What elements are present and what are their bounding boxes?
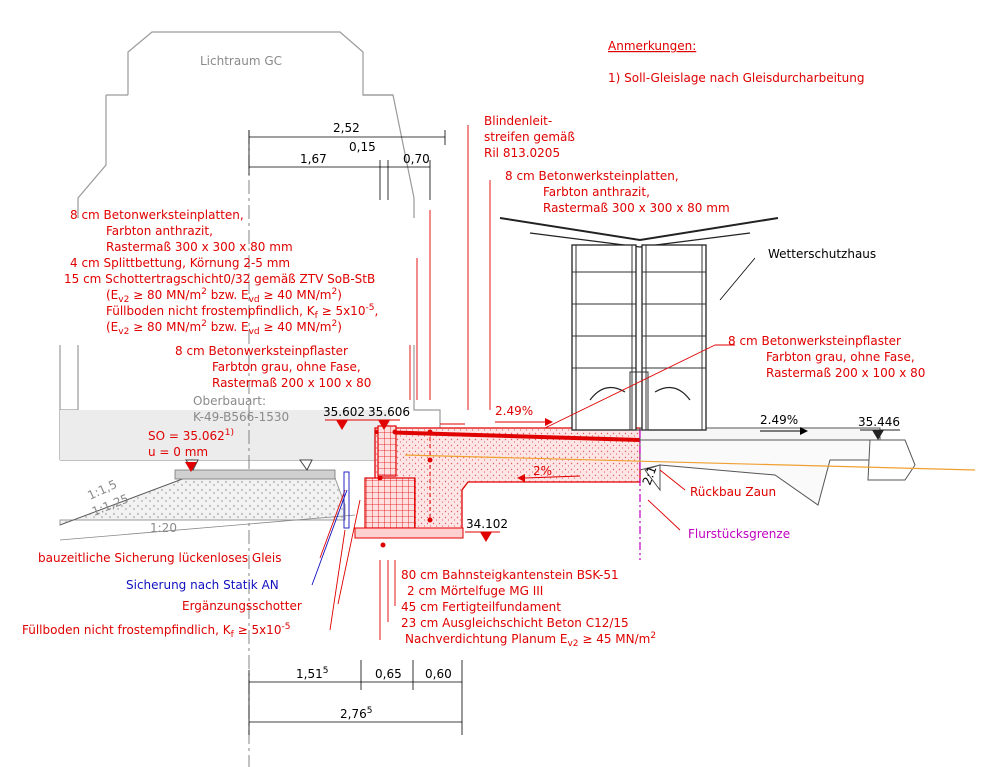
levelling-layer — [354, 527, 464, 539]
leader-lines-right — [379, 125, 735, 640]
dim-bottom-middle: 0,65 — [375, 667, 402, 681]
clearance-fill — [60, 410, 390, 460]
pflaster-right-line3: Rastermaß 200 x 100 x 80 — [766, 366, 925, 380]
slope-arrows — [440, 418, 808, 482]
blindenleit-line1: Blindenleit- — [484, 114, 552, 128]
pflaster-right-line2: Farbton grau, ohne Fase, — [766, 350, 915, 364]
track-marker — [185, 462, 197, 472]
slope-g3: 1:20 — [150, 521, 177, 535]
label-fuellboden: Füllboden nicht frostempfindlich, Kf ≥ 5… — [22, 622, 290, 640]
elevation-1: 35.602 — [323, 405, 365, 419]
dim-bottom-left: 1,515 — [296, 666, 328, 681]
weather-shelter — [499, 217, 779, 431]
layer-l3: Rastermaß 300 x 300 x 80 mm — [106, 240, 293, 254]
leader-lines-left — [409, 210, 431, 400]
right-pavement — [404, 427, 976, 506]
precast-foundation — [364, 477, 416, 529]
rail-right — [299, 459, 313, 471]
plates-right-line3: Rastermaß 300 x 300 x 80 mm — [543, 201, 730, 215]
sleeper — [174, 469, 336, 480]
dim-top-total: 2,52 — [333, 121, 360, 135]
track-bed — [59, 459, 356, 541]
slope-2-1: 2:1 — [640, 464, 660, 487]
slope-road: 2.49% — [760, 413, 798, 427]
dimension-lines-top — [248, 130, 446, 200]
layer-l7: Füllboden nicht frostempfindlich, Kf ≥ 5… — [106, 303, 378, 321]
layer-l4: 4 cm Splittbettung, Körnung 2-5 mm — [70, 256, 290, 270]
elevation-4: 34.102 — [466, 517, 508, 531]
label-flurstucksgrenze: Flurstücksgrenze — [688, 527, 790, 541]
layer-l2: Farbton anthrazit, — [106, 224, 213, 238]
leader-lines-lower-left — [311, 471, 361, 631]
layer-l6: (Ev2 ≥ 80 MN/m2 bzw. Evd ≥ 40 MN/m2) — [106, 287, 342, 305]
label-ruckbau-zaun: Rückbau Zaun — [690, 485, 776, 499]
base-layer-1: 80 cm Bahnsteigkantenstein BSK-51 — [401, 568, 619, 582]
track-so: SO = 35.0621) — [148, 428, 234, 443]
label-schotter: Ergänzungsschotter — [182, 599, 302, 613]
base-layer-5: Nachverdichtung Planum Ev2 ≥ 45 MN/m2 — [405, 631, 656, 649]
dim-top-left: 1,67 — [300, 152, 327, 166]
track-u: u = 0 mm — [148, 445, 208, 459]
label-gleis-sicherung: bauzeitliche Sicherung lückenloses Gleis — [38, 551, 282, 565]
orange-line — [404, 454, 976, 471]
elevation-markers — [325, 419, 900, 542]
plates-right-line1: 8 cm Betonwerksteinplatten, — [505, 169, 679, 183]
dim-bottom-total: 2,765 — [340, 706, 372, 721]
plates-right-line2: Farbton anthrazit, — [543, 185, 650, 199]
layer-l1: 8 cm Betonwerksteinplatten, — [70, 208, 244, 222]
base-layer-3: 45 cm Fertigteilfundament — [401, 600, 561, 614]
elevation-2: 35.606 — [368, 405, 410, 419]
platform-structure — [354, 425, 641, 548]
oberbau-line2: K-49-B566-1530 — [193, 410, 289, 424]
label-statik: Sicherung nach Statik AN — [126, 578, 279, 592]
dim-top-middle: 0,15 — [349, 140, 376, 154]
oberbau-line1: Oberbauart: — [193, 394, 266, 408]
base-layer-4: 23 cm Ausgleichschicht Beton C12/15 — [401, 616, 629, 630]
dimension-lines-bottom — [248, 660, 463, 735]
elevation-3: 35.446 — [858, 415, 900, 429]
layer-l5: 15 cm Schottertragschicht0/32 gemäß ZTV … — [64, 272, 375, 286]
dim-bottom-right: 0,60 — [425, 667, 452, 681]
clearance-label: Lichtraum GC — [200, 54, 282, 68]
layer-l8: (Ev2 ≥ 80 MN/m2 bzw. Evd ≥ 40 MN/m2) — [106, 319, 342, 337]
blindenleit-line3: Ril 813.0205 — [484, 146, 560, 160]
notes-item-1: 1) Soll-Gleislage nach Gleisdurcharbeitu… — [608, 71, 864, 85]
pflaster-left-line2: Farbton grau, ohne Fase, — [212, 360, 361, 374]
slope-base: 2% — [533, 464, 552, 478]
dim-top-right: 0,70 — [403, 152, 430, 166]
shelter-label: Wetterschutzhaus — [768, 247, 876, 261]
blindenleit-line2: streifen gemäß — [484, 130, 575, 144]
notes-heading: Anmerkungen: — [608, 39, 696, 53]
pflaster-right-line1: 8 cm Betonwerksteinpflaster — [728, 334, 901, 348]
base-layer-2: 2 cm Mörtelfuge MG III — [407, 584, 543, 598]
slope-platform: 2.49% — [495, 404, 533, 418]
platform-edge-stone — [377, 425, 397, 477]
pflaster-left-line3: Rastermaß 200 x 100 x 80 — [212, 376, 371, 390]
pflaster-left-line1: 8 cm Betonwerksteinpflaster — [175, 344, 348, 358]
